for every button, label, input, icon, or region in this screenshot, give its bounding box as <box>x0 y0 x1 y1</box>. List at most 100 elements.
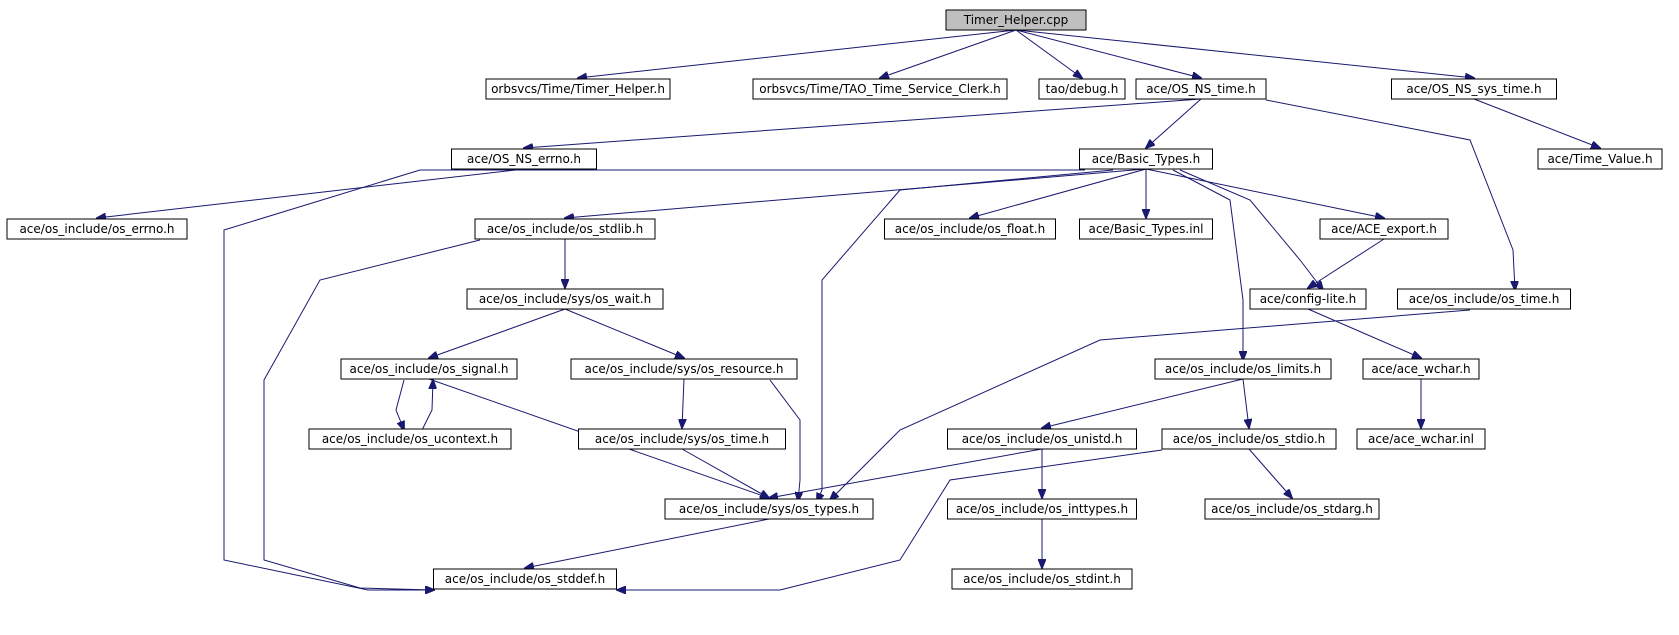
node-label: ace/os_include/sys/os_types.h <box>679 502 859 516</box>
node-os-ns-time[interactable]: ace/OS_NS_time.h <box>1135 78 1267 100</box>
node-label: ace/ace_wchar.h <box>1371 362 1470 376</box>
node-os-float[interactable]: ace/os_include/os_float.h <box>884 218 1056 240</box>
edge-basic_types-to-os_stddef <box>223 169 1085 590</box>
edge-os_resource-to-sys_os_types <box>769 379 800 501</box>
node-box <box>945 9 1087 31</box>
node-label: ace/os_include/os_inttypes.h <box>956 502 1128 516</box>
edge-os_resource-to-sys_os_time <box>682 378 684 428</box>
edge-os_limits-to-os_unistd <box>1042 378 1244 428</box>
edge-line <box>421 380 433 431</box>
edge-line <box>578 29 1017 78</box>
node-os-stddef[interactable]: ace/os_include/os_stddef.h <box>433 568 617 590</box>
edge-config_lite-to-ace_wchar <box>1307 308 1421 358</box>
node-os-ns-sys-time[interactable]: ace/OS_NS_sys_time.h <box>1391 78 1557 100</box>
node-label: ace/os_include/sys/os_time.h <box>595 432 769 446</box>
edge-basic_types-to-os_stdlib <box>565 168 1147 218</box>
node-label: ace/OS_NS_errno.h <box>467 152 581 166</box>
edge-timer_helper_cpp-to-os_ns_time <box>1015 29 1201 78</box>
edge-line <box>1473 98 1600 148</box>
edge-line <box>1179 169 1323 290</box>
edge-line <box>263 239 481 590</box>
node-os-signal[interactable]: ace/os_include/os_signal.h <box>340 358 518 380</box>
node-box <box>1135 78 1267 100</box>
edge-basic_types-to-sys_os_types <box>817 169 1114 502</box>
edge-line <box>1015 29 1474 78</box>
node-label: ace/ACE_export.h <box>1331 222 1437 236</box>
edge-sys_os_types-to-os_stddef <box>525 518 770 568</box>
edge-sys_os_time-to-sys_os_types <box>681 448 769 498</box>
node-os-stdint[interactable]: ace/os_include/os_stdint.h <box>951 568 1133 590</box>
node-os-resource[interactable]: ace/os_include/sys/os_resource.h <box>570 358 798 380</box>
node-os-stdio[interactable]: ace/os_include/os_stdio.h <box>1161 428 1337 450</box>
node-box <box>1079 148 1213 170</box>
node-box <box>1249 288 1367 310</box>
edge-line <box>1145 168 1384 218</box>
node-orb-timer-helper[interactable]: orbsvcs/Time/Timer_Helper.h <box>485 78 671 100</box>
edge-os_ns_sys_time-to-time_value <box>1473 98 1600 148</box>
node-os-ucontext[interactable]: ace/os_include/os_ucontext.h <box>308 428 512 450</box>
edge-os_stdio-to-os_stdarg <box>1248 448 1292 498</box>
edge-line <box>1265 99 1515 290</box>
node-label: ace/os_include/sys/os_wait.h <box>479 292 651 306</box>
node-orb-tao-clerk[interactable]: orbsvcs/Time/TAO_Time_Service_Clerk.h <box>752 78 1008 100</box>
node-config-lite[interactable]: ace/config-lite.h <box>1249 288 1367 310</box>
node-box <box>1038 78 1126 100</box>
node-os-ns-errno[interactable]: ace/OS_NS_errno.h <box>451 148 597 170</box>
node-ace-wchar-inl[interactable]: ace/ace_wchar.inl <box>1356 428 1486 450</box>
edge-line <box>1042 378 1244 428</box>
node-box <box>951 568 1133 590</box>
edge-timer_helper_cpp-to-orb_tao_clerk <box>880 29 1017 78</box>
node-tao-debug[interactable]: tao/debug.h <box>1038 78 1126 100</box>
edge-os_ns_errno-to-os_errno <box>97 168 525 218</box>
node-label: ace/os_include/os_ucontext.h <box>322 432 498 446</box>
node-label: ace/os_include/os_stddef.h <box>445 572 605 586</box>
node-label: ace/os_include/os_signal.h <box>350 362 509 376</box>
node-box <box>466 288 664 310</box>
node-os-time[interactable]: ace/os_include/os_time.h <box>1397 288 1571 310</box>
node-os-errno[interactable]: ace/os_include/os_errno.h <box>6 218 188 240</box>
edge-line <box>769 379 800 501</box>
node-label: ace/os_include/os_stdio.h <box>1173 432 1326 446</box>
node-label: ace/os_include/os_limits.h <box>1165 362 1321 376</box>
node-basic-types-inl[interactable]: ace/Basic_Types.inl <box>1079 218 1213 240</box>
node-label: ace/Time_Value.h <box>1547 152 1652 166</box>
edge-line <box>97 168 525 218</box>
node-timer-helper-cpp[interactable]: Timer_Helper.cpp <box>945 9 1087 31</box>
node-label: Timer_Helper.cpp <box>963 13 1069 27</box>
node-label: ace/os_include/os_float.h <box>895 222 1045 236</box>
edge-line <box>682 378 684 428</box>
node-sys-os-types[interactable]: ace/os_include/sys/os_types.h <box>664 498 874 520</box>
edge-os_time-to-sys_os_types <box>830 309 1471 500</box>
node-box <box>1537 148 1663 170</box>
edge-line <box>524 98 1202 148</box>
node-os-stdlib[interactable]: ace/os_include/os_stdlib.h <box>474 218 656 240</box>
edge-basic_types-to-os_float <box>970 168 1147 218</box>
node-os-limits[interactable]: ace/os_include/os_limits.h <box>1154 358 1332 380</box>
node-box <box>1161 428 1337 450</box>
node-box <box>474 218 656 240</box>
edge-line <box>525 518 770 568</box>
edge-line <box>395 379 404 430</box>
node-ace-export[interactable]: ace/ACE_export.h <box>1319 218 1449 240</box>
node-time-value[interactable]: ace/Time_Value.h <box>1537 148 1663 170</box>
node-os-unistd[interactable]: ace/os_include/os_unistd.h <box>947 428 1137 450</box>
edge-line <box>1248 448 1292 498</box>
node-box <box>1356 428 1486 450</box>
node-box <box>1397 288 1571 310</box>
node-os-inttypes[interactable]: ace/os_include/os_inttypes.h <box>947 498 1137 520</box>
node-sys-os-time[interactable]: ace/os_include/sys/os_time.h <box>578 428 786 450</box>
edge-line <box>1146 98 1202 148</box>
node-label: ace/ace_wchar.inl <box>1368 432 1474 446</box>
edge-line <box>1308 238 1385 288</box>
edge-os_stdlib-to-os_stddef <box>263 239 481 590</box>
node-os-stdarg[interactable]: ace/os_include/os_stdarg.h <box>1204 498 1380 520</box>
node-box <box>752 78 1008 100</box>
node-os-wait[interactable]: ace/os_include/sys/os_wait.h <box>466 288 664 310</box>
node-box <box>570 358 798 380</box>
node-ace-wchar[interactable]: ace/ace_wchar.h <box>1362 358 1480 380</box>
edge-basic_types-to-config_lite <box>1179 169 1323 290</box>
edge-os_stdio-to-os_stddef <box>617 449 1163 590</box>
edge-os_signal-to-os_ucontext <box>395 379 404 430</box>
node-basic-types[interactable]: ace/Basic_Types.h <box>1079 148 1213 170</box>
